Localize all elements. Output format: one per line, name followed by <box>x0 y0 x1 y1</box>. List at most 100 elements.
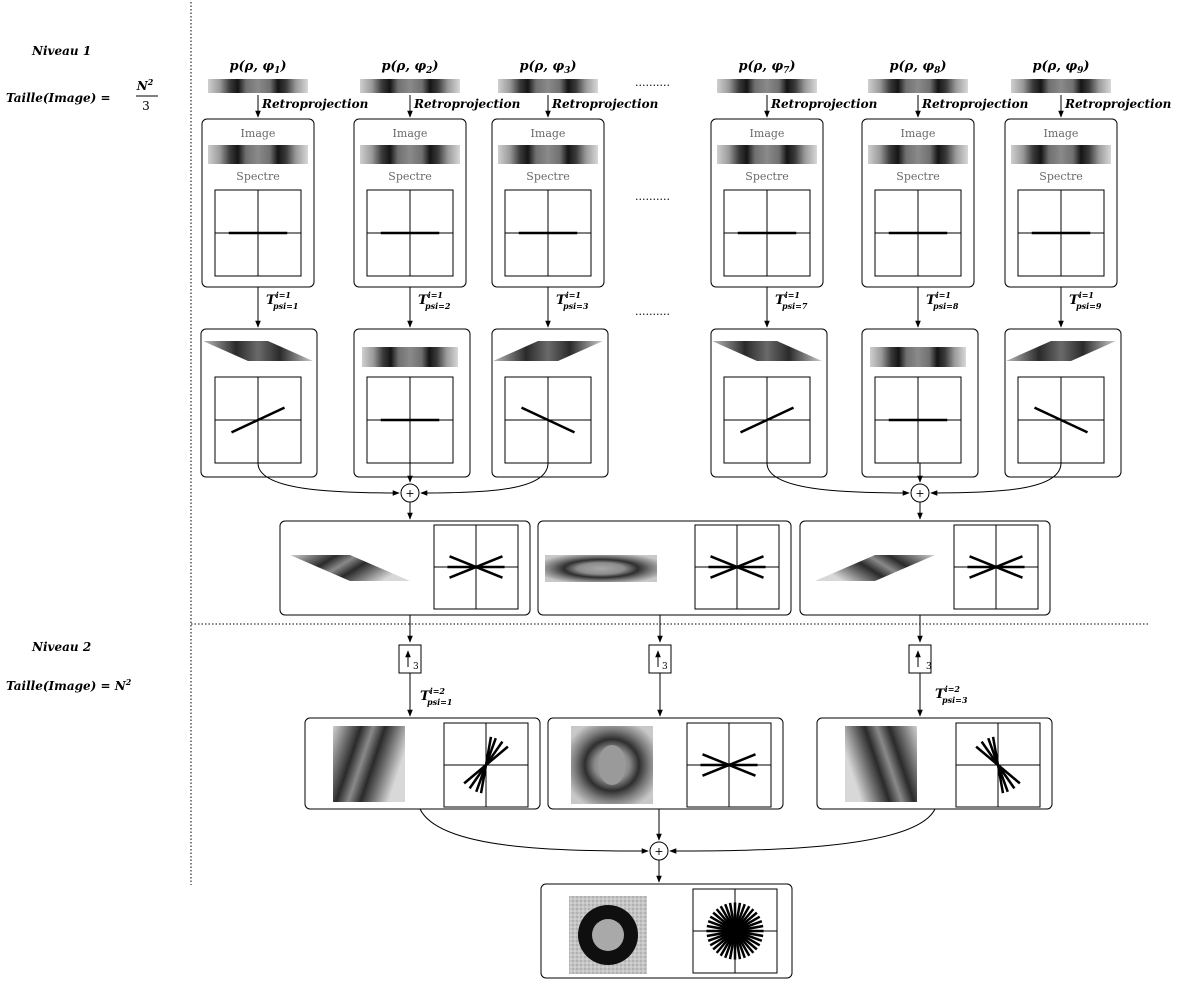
level-2-image <box>333 726 405 802</box>
level-2-results <box>304 717 1053 883</box>
transformed-box <box>491 328 609 478</box>
projection-strip <box>208 79 308 93</box>
plus-symbol-right: + <box>915 487 924 500</box>
level-2-image-core <box>598 745 626 785</box>
spectre-label-3: Spectre <box>526 170 569 183</box>
sheared-image <box>493 341 603 361</box>
backprojected-image <box>1011 145 1111 164</box>
ellipsis-bottom: .......... <box>635 305 670 318</box>
sheared-image <box>870 347 966 367</box>
combined-box <box>799 520 1051 616</box>
projection-strip <box>868 79 968 93</box>
image-label-3: Image <box>531 127 566 140</box>
sum-curve <box>766 462 910 496</box>
retroprojection-label-2: Retroprojection <box>413 97 520 111</box>
spectre-label-7: Spectre <box>745 170 788 183</box>
upsample-factor-1: 3 <box>413 662 419 672</box>
level-2-size: Taille(Image) = N2 <box>6 677 132 693</box>
retroprojection-label-7: Retroprojection <box>770 97 877 111</box>
spectrum-line <box>969 555 1023 579</box>
sum-curve <box>930 462 1062 496</box>
level-1-label: Niveau 1 <box>31 44 91 58</box>
projection-strip <box>717 79 817 93</box>
projection-label-9: p(ρ, φ9) <box>1032 59 1089 76</box>
retroprojection-label-8: Retroprojection <box>921 97 1028 111</box>
backprojected-image <box>868 145 968 164</box>
projection-label-2: p(ρ, φ2) <box>381 59 438 76</box>
spectrum-line <box>449 555 503 579</box>
spectrum-line <box>710 555 764 579</box>
combined-image <box>290 555 410 581</box>
spectrum-line <box>463 745 509 785</box>
projection-column-1 <box>200 79 318 478</box>
retroprojection-label-1: Retroprojection <box>261 97 368 111</box>
combined-box <box>537 520 792 616</box>
spectrum-line <box>1033 406 1089 434</box>
plus-symbol-left: + <box>405 487 414 500</box>
sum-curve-final <box>419 808 649 854</box>
upsample-factor-2: 3 <box>662 662 668 672</box>
transformed-box <box>200 328 318 478</box>
combined-box <box>279 520 531 616</box>
spectrum-line <box>520 406 576 434</box>
spectrum-line <box>706 924 764 938</box>
final-box <box>540 883 793 979</box>
plus-symbol-final: + <box>654 845 663 858</box>
projection-column-9 <box>1004 79 1122 478</box>
level-2-image <box>845 726 917 802</box>
reconstructed-ring-inner <box>592 919 624 951</box>
level-1-summation <box>257 462 1062 520</box>
backprojected-image <box>208 145 308 164</box>
backprojected-image <box>498 145 598 164</box>
sum-curve <box>420 462 549 496</box>
combined-image <box>815 555 935 581</box>
sheared-image <box>203 341 313 361</box>
projection-strip <box>498 79 598 93</box>
level-2-box <box>304 717 541 810</box>
projection-strip <box>1011 79 1111 93</box>
sheared-image <box>1006 341 1116 361</box>
level-2-label: Niveau 2 <box>31 640 91 654</box>
upsample-operators <box>398 615 932 717</box>
projection-strip <box>360 79 460 93</box>
projection-label-3: p(ρ, φ3) <box>519 59 576 76</box>
spectre-label-2: Spectre <box>388 170 431 183</box>
sheared-image <box>362 347 458 367</box>
ellipsis-top: .......... <box>635 76 670 89</box>
spectrum-line <box>230 406 286 434</box>
combined-image <box>545 555 657 582</box>
image-label-1: Image <box>241 127 276 140</box>
spectrum-line <box>739 406 795 434</box>
image-label-7: Image <box>750 127 785 140</box>
spectrum-line <box>702 753 756 777</box>
projection-label-7: p(ρ, φ7) <box>738 59 795 76</box>
projection-column-2 <box>353 79 471 478</box>
sheared-image <box>712 341 822 361</box>
transformed-box <box>710 328 828 478</box>
image-label-8: Image <box>901 127 936 140</box>
final-reconstruction <box>540 883 793 979</box>
projection-label-1: p(ρ, φ1) <box>229 59 286 76</box>
projection-column-8 <box>861 79 979 478</box>
projection-column-7 <box>710 79 828 478</box>
upsample-factor-3: 3 <box>926 662 932 672</box>
level-1-labels: Niveau 1 Taille(Image) = N2 3 <box>6 44 158 113</box>
ellipsis-middle: .......... <box>635 190 670 203</box>
spectre-label-9: Spectre <box>1039 170 1082 183</box>
image-label-2: Image <box>393 127 428 140</box>
transformed-box <box>1004 328 1122 478</box>
sum-curve-final <box>669 808 936 854</box>
image-label-9: Image <box>1044 127 1079 140</box>
level-1-size-denominator: 3 <box>142 99 150 113</box>
level-1-size-numerator: N2 <box>136 77 154 93</box>
retroprojection-label-9: Retroprojection <box>1064 97 1171 111</box>
backprojected-image <box>717 145 817 164</box>
projection-column-3 <box>491 79 609 478</box>
